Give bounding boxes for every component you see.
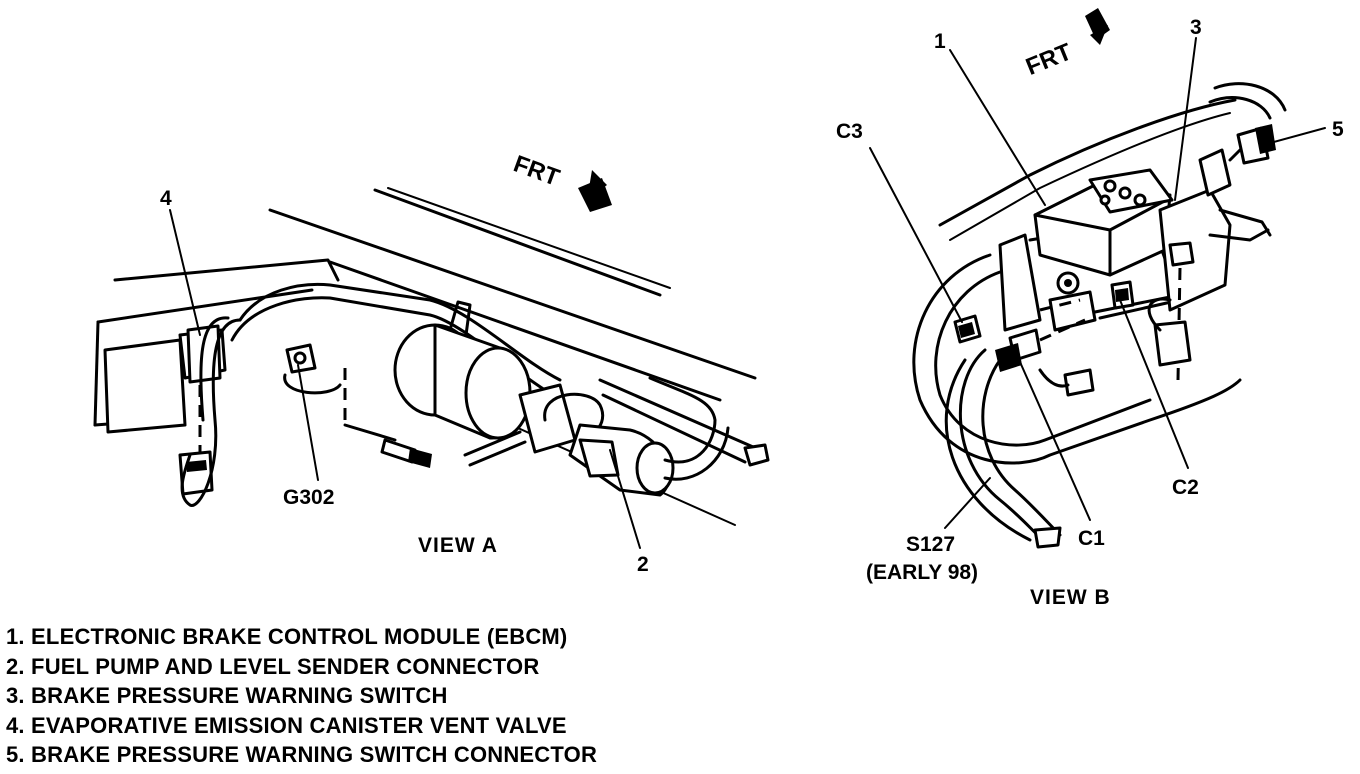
view-a-front-indicator: FRT [510, 150, 612, 212]
view-a-callout-2: 2 [637, 553, 649, 576]
view-b-callout-c3: C3 [836, 120, 863, 143]
view-b-leaders [869, 37, 1326, 529]
view-b-title: VIEW B [1030, 586, 1111, 609]
view-a-drawing [93, 187, 770, 526]
view-b-callout-3: 3 [1190, 16, 1202, 39]
view-a-leaders [169, 209, 641, 549]
legend-item: 2. FUEL PUMP AND LEVEL SENDER CONNECTOR [6, 653, 540, 679]
legend-item: 1. ELECTRONIC BRAKE CONTROL MODULE (EBCM… [6, 624, 568, 649]
component-legend: 1. ELECTRONIC BRAKE CONTROL MODULE (EBCM… [6, 622, 597, 770]
legend-item: 3. BRAKE PRESSURE WARNING SWITCH [6, 683, 448, 708]
view-a-callout-g302: G302 [283, 486, 334, 509]
view-b-callout-c1: C1 [1078, 527, 1105, 550]
view-b-callout-s127: S127 [906, 533, 955, 556]
view-b-front-indicator: FRT [1022, 8, 1110, 81]
legend-item: 5. BRAKE PRESSURE WARNING SWITCH CONNECT… [6, 742, 598, 767]
view-b-callout-5: 5 [1332, 118, 1344, 141]
legend-item: 4. EVAPORATIVE EMISSION CANISTER VENT VA… [6, 712, 567, 738]
view-b-callout-early98: (EARLY 98) [866, 561, 978, 584]
view-a-frt-label: FRT [510, 150, 563, 191]
view-b-callout-c2: C2 [1172, 476, 1199, 499]
view-b-callout-1: 1 [934, 30, 946, 53]
view-b-drawing [912, 82, 1287, 549]
view-a-callout-4: 4 [160, 187, 172, 210]
view-a-title: VIEW A [418, 534, 498, 557]
view-b-frt-label: FRT [1022, 38, 1076, 81]
